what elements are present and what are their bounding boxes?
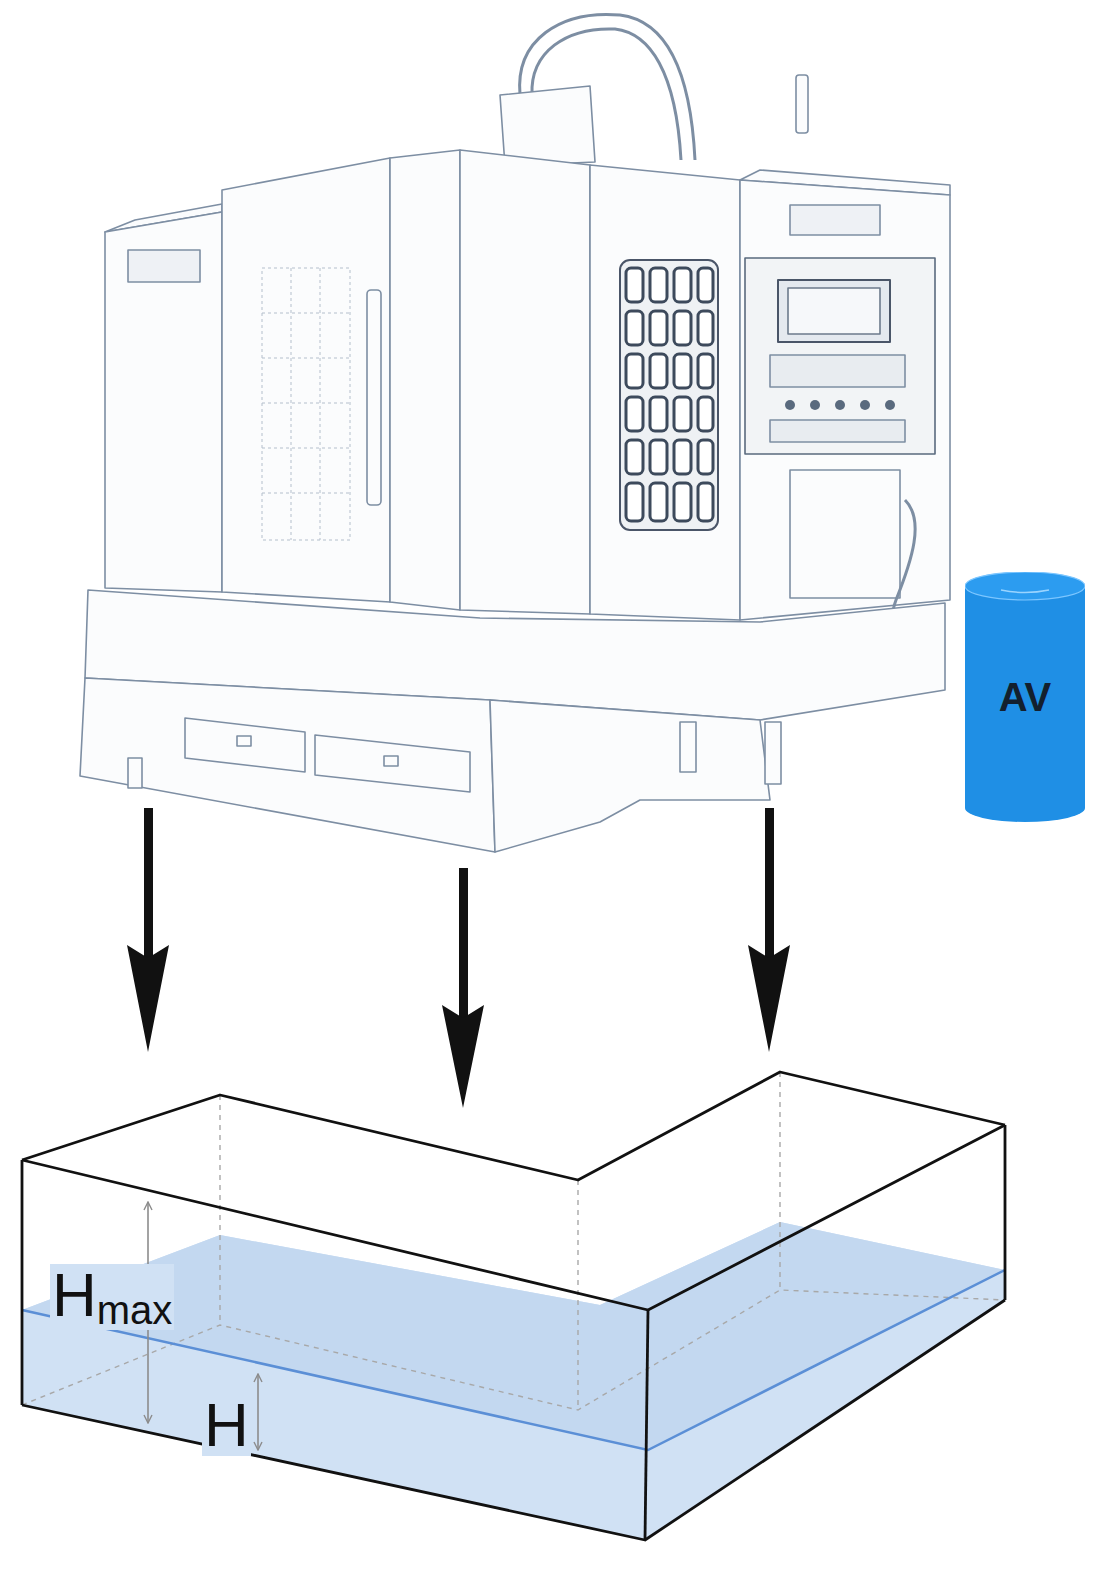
door-window-grid [650, 354, 667, 388]
drum-body [965, 586, 1085, 822]
door-window-grid [698, 397, 713, 431]
door-window-grid [650, 268, 667, 302]
tank [22, 1072, 1005, 1540]
drum-label: AV [999, 675, 1052, 719]
screen [778, 280, 890, 342]
door-window-grid [674, 440, 691, 474]
drawer [185, 718, 305, 772]
drawer-handle [237, 736, 251, 746]
door-window-grid [674, 483, 691, 521]
door-window-grid [626, 354, 643, 388]
door-window [262, 403, 350, 404]
tank-outline [22, 1072, 1005, 1540]
cabinet [390, 150, 460, 610]
spindle-head [500, 86, 595, 166]
signal-lamp [796, 75, 808, 133]
side-panel [105, 212, 222, 592]
tank-outline [21, 1160, 24, 1405]
coolant-drum: AV [965, 572, 1085, 822]
drop-arrow [459, 868, 468, 1018]
foot [765, 722, 781, 784]
foot [128, 758, 142, 788]
keypad [770, 355, 905, 387]
door-window-grid [674, 268, 691, 302]
door-window-grid [626, 397, 643, 431]
water [22, 1222, 1005, 1540]
door-window-grid [674, 397, 691, 431]
door-window-grid [650, 440, 667, 474]
door-window [620, 260, 718, 530]
door-window-grid [650, 483, 667, 521]
screen [788, 288, 880, 334]
buttons [835, 400, 845, 410]
dimension-line [257, 1374, 259, 1450]
door-window-grid [698, 354, 713, 388]
foot [680, 722, 696, 772]
cabinet [222, 158, 390, 602]
buttons [860, 400, 870, 410]
door-window [262, 268, 350, 540]
dimension-label: Hmax [50, 1264, 174, 1330]
tank-outline [22, 1072, 1005, 1180]
tank-outline [22, 1300, 1005, 1540]
door-window [291, 268, 292, 540]
drawer [315, 735, 470, 792]
door-window-grid [626, 440, 643, 474]
drop-arrow [765, 808, 774, 958]
buttons [810, 400, 820, 410]
door-window-grid [674, 311, 691, 345]
control-cabinet [740, 180, 950, 620]
drop-arrow [442, 1005, 484, 1108]
logo-plate [128, 250, 200, 282]
base [490, 700, 770, 852]
machine-tool [80, 14, 950, 852]
door-window-grid [650, 311, 667, 345]
tank-outline [1004, 1125, 1007, 1300]
control-panel [745, 258, 935, 454]
door-window-grid [698, 268, 713, 302]
door-window-grid [698, 483, 713, 521]
drop-arrow [144, 808, 153, 958]
door-window [262, 358, 350, 359]
drawer-handle [384, 756, 398, 766]
door-window [262, 493, 350, 494]
dimension-label: H [202, 1394, 251, 1456]
door-window-grid [626, 483, 643, 521]
door-window [262, 448, 350, 449]
door-window-grid [626, 311, 643, 345]
access-panel [790, 470, 900, 598]
hidden-edge [22, 1072, 1005, 1410]
base [80, 678, 495, 852]
hidden-edge [779, 1072, 780, 1290]
drum-top [965, 572, 1085, 600]
buttons [785, 400, 895, 410]
drop-arrow [748, 945, 790, 1052]
door-window [262, 268, 350, 540]
buttons [785, 400, 795, 410]
door-handle [367, 290, 381, 505]
buttons [885, 400, 895, 410]
water-surface [22, 1222, 1005, 1450]
drum-highlight [1001, 590, 1049, 593]
logo-plate [790, 205, 880, 235]
door-window-grid [698, 311, 713, 345]
hidden-edge [219, 1095, 220, 1325]
door [460, 150, 590, 614]
door-window-grid [650, 397, 667, 431]
tank-outline [645, 1310, 648, 1540]
door [590, 165, 740, 620]
drop-arrow [127, 945, 169, 1052]
drop-arrow [127, 808, 790, 1108]
door-window-grid [626, 268, 643, 302]
door-window-grid [674, 354, 691, 388]
hidden-edge [577, 1180, 578, 1410]
door-window [262, 313, 350, 314]
keypad [770, 420, 905, 442]
door-window-grid [698, 440, 713, 474]
door-window-grid [626, 268, 713, 521]
door-window [320, 268, 321, 540]
